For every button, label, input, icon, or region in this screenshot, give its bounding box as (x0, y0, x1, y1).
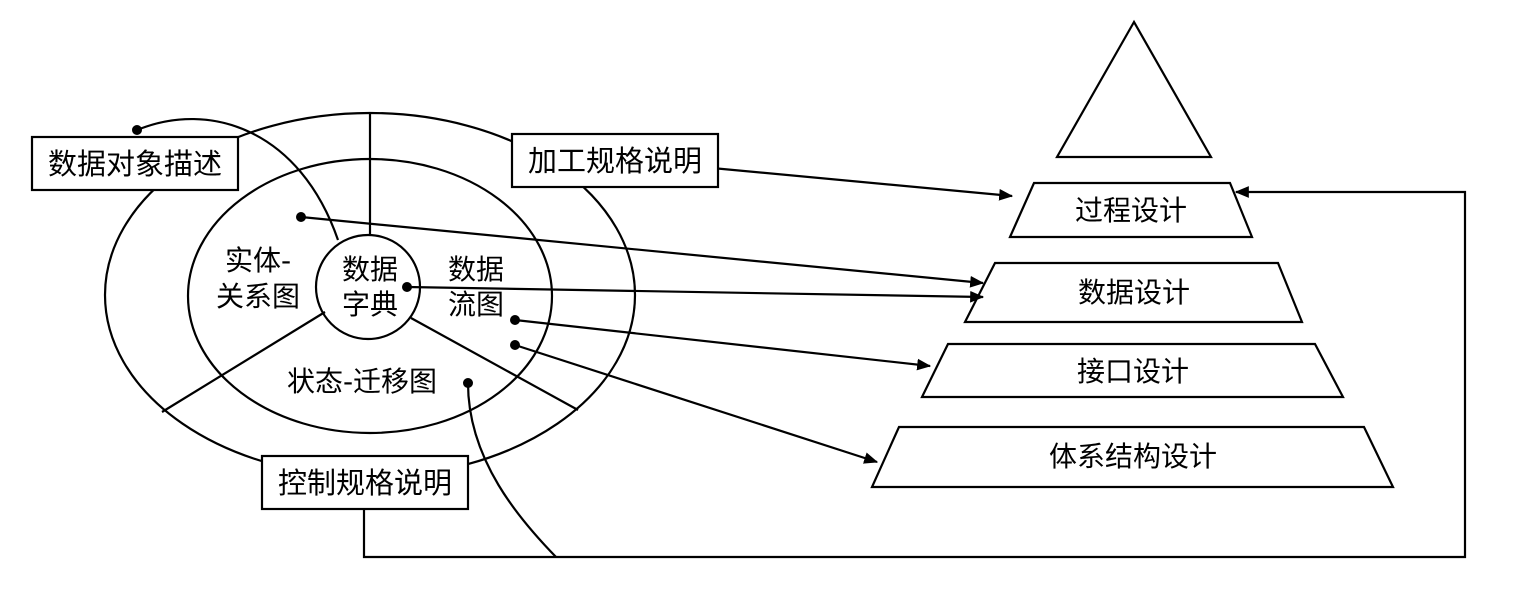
arrow-dataflow-to-architecture-design (514, 343, 879, 464)
connector-data-object (136, 118, 340, 241)
data-object-description-label: 数据对象描述 (48, 147, 222, 181)
divider-lower-left (161, 311, 326, 413)
architecture-design-label: 体系结构设计 (1049, 440, 1217, 473)
er-label-line2: 关系图 (216, 280, 300, 313)
dot-er (296, 212, 306, 222)
process-design-label: 过程设计 (1075, 194, 1187, 227)
process-specification-box (510, 132, 720, 189)
arrow-process-spec-to-process-design (711, 166, 1014, 201)
data-object-description-box (30, 135, 240, 192)
dot-dataflow-1 (510, 315, 520, 325)
core-label-line2: 字典 (342, 288, 398, 321)
connector-control-loop (362, 186, 1467, 559)
interface-design-label: 接口设计 (1077, 355, 1189, 388)
layer-process-design (1008, 181, 1254, 239)
connector-state-transition (466, 382, 557, 558)
process-specification-label: 加工规格说明 (528, 144, 702, 178)
core-label-line1: 数据 (342, 253, 398, 286)
arrow-er-to-data-design (300, 215, 985, 288)
dot-state-transition (463, 378, 473, 388)
dot-dictionary (402, 282, 412, 292)
divider-lower-right (410, 317, 579, 411)
arrow-dictionary-to-data-design (406, 285, 985, 303)
arrow-dataflow-to-interface-design (514, 318, 932, 371)
control-specification-label: 控制规格说明 (278, 466, 452, 500)
state-transition-label: 状态-迁移图 (287, 365, 437, 398)
dot-data-object (132, 125, 142, 135)
control-specification-box (260, 454, 470, 511)
er-label-line1: 实体- (225, 244, 291, 277)
pyramid-top-triangle (1055, 19, 1213, 159)
layer-interface-design (920, 342, 1345, 399)
dataflow-label-line2: 流图 (448, 288, 504, 321)
dot-dataflow-2 (510, 340, 520, 350)
data-design-label: 数据设计 (1078, 276, 1190, 309)
layer-architecture-design (870, 425, 1395, 489)
dataflow-label-line1: 数据 (448, 253, 504, 286)
